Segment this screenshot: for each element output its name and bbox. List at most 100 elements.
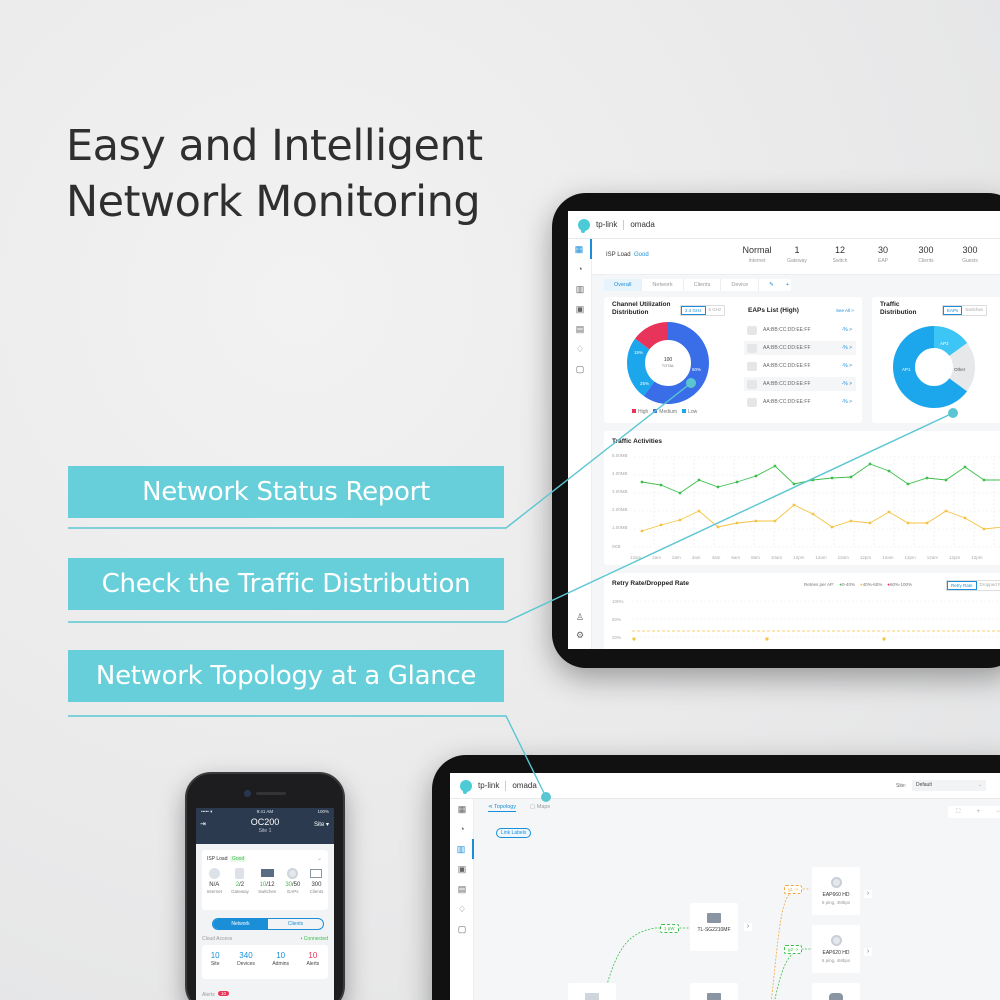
- site-menu[interactable]: Site ▾: [313, 822, 329, 828]
- devices-icon[interactable]: ▣: [575, 303, 585, 314]
- devices-icon[interactable]: ▣: [457, 863, 467, 874]
- segment-network[interactable]: Network: [213, 919, 268, 929]
- gateway-icon: [585, 993, 599, 1000]
- tab-device[interactable]: Device: [721, 279, 760, 291]
- access-point-icon: [830, 935, 842, 946]
- alerts-label: Alerts: [202, 992, 215, 998]
- chevron-right-icon[interactable]: ›: [744, 923, 752, 931]
- tab-topology[interactable]: ⋖ Topology: [488, 804, 517, 812]
- add-tab-icon[interactable]: +: [785, 282, 790, 288]
- node-gateway[interactable]: [568, 983, 616, 1000]
- toggle-retry-rate[interactable]: Retry Rate: [947, 581, 977, 590]
- dashboard-icon[interactable]: ▦: [457, 803, 467, 814]
- collapse-icon[interactable]: ⌄: [316, 856, 322, 862]
- band-24ghz[interactable]: 2.4 GHz: [681, 306, 706, 315]
- link-tag[interactable]: g2 ->: [784, 945, 803, 954]
- eaps-list-title: EAPs List (High): [748, 307, 799, 314]
- retry-chart: [632, 600, 1000, 641]
- alerts-badge: 10: [218, 991, 230, 996]
- access-point-icon: [830, 877, 842, 888]
- chevron-right-icon[interactable]: ›: [864, 948, 872, 956]
- svg-text:AP1: AP1: [902, 367, 911, 372]
- link-tag[interactable]: 1 pW: [660, 924, 679, 933]
- location-icon[interactable]: ♢: [575, 343, 585, 354]
- toggle-dropped-rate[interactable]: Dropped Rate: [979, 582, 1000, 587]
- statistics-icon[interactable]: ◔: [459, 824, 465, 834]
- sidebar: ▦ ◔ ▥ ▣ ▤ ♢ ▢: [450, 799, 474, 1000]
- segment-clients[interactable]: Clients: [287, 921, 304, 927]
- switch-icon: [707, 913, 721, 923]
- node-device-3[interactable]: [812, 983, 860, 1000]
- y-tick: 60%: [612, 617, 622, 622]
- zoom-controls: ⛶ + −: [948, 806, 1000, 818]
- edit-icon[interactable]: ✎: [769, 282, 774, 288]
- site-subtitle: Site 1: [258, 828, 272, 834]
- log-icon[interactable]: ▢: [457, 923, 467, 934]
- fullscreen-icon[interactable]: ⛶: [956, 809, 961, 815]
- settings-icon[interactable]: ⚙: [575, 629, 585, 640]
- node-switch-2[interactable]: [690, 983, 738, 1000]
- tab-clients[interactable]: Clients: [684, 279, 722, 291]
- controller-title: OC200: [250, 817, 280, 827]
- dashboard-icon[interactable]: ▦: [568, 239, 592, 259]
- site-select[interactable]: Default⌄: [912, 780, 986, 791]
- brand-name: tp-link: [596, 220, 618, 229]
- location-icon[interactable]: ♢: [457, 903, 467, 914]
- tablet-topology-screen: tp-link omada Site: Default⌄ ▦ ◔ ▥ ▣ ▤ ♢…: [450, 773, 1000, 1000]
- eap-list-item[interactable]: AA:BB:CC:DD:EE:FF-% >: [744, 359, 856, 373]
- toggle-switches[interactable]: Switches: [965, 307, 984, 312]
- logout-icon[interactable]: ⇥: [200, 821, 206, 828]
- map-icon[interactable]: ▥: [575, 283, 585, 294]
- statistics-icon[interactable]: ◔: [577, 264, 583, 274]
- band-5ghz[interactable]: 5 GHz: [708, 307, 722, 312]
- chevron-right-icon[interactable]: ›: [864, 890, 872, 898]
- cloud-access-label: Cloud Access: [202, 936, 233, 942]
- insight-icon[interactable]: ▤: [575, 323, 585, 334]
- y-tick: 20%: [612, 635, 622, 640]
- map-icon[interactable]: ▥: [450, 839, 474, 859]
- headline-line-1: Easy and Intelligent: [66, 121, 483, 171]
- see-all-link[interactable]: See All >: [836, 308, 854, 313]
- link-tag[interactable]: g1 ->: [784, 885, 803, 894]
- log-icon[interactable]: ▢: [575, 363, 585, 374]
- tab-maps[interactable]: ▢ Maps: [530, 804, 551, 810]
- insight-icon[interactable]: ▤: [457, 883, 467, 894]
- traffic-activities-title: Traffic Activities: [612, 438, 662, 445]
- zoom-in-icon[interactable]: +: [976, 809, 981, 815]
- user-icon[interactable]: ♙: [575, 611, 585, 622]
- eap-list-item[interactable]: AA:BB:CC:DD:EE:FF-% >: [744, 395, 856, 409]
- y-tick: 5.00MB: [612, 453, 628, 458]
- device-icon: [829, 993, 843, 1000]
- node-switch[interactable]: TL-SG2210MF: [690, 903, 738, 951]
- eap-list-item[interactable]: AA:BB:CC:DD:EE:FF-% >: [744, 377, 856, 391]
- isp-load-status: Good: [634, 252, 649, 258]
- tab-network[interactable]: Network: [642, 279, 684, 291]
- link-labels-button[interactable]: Link Labels: [496, 828, 532, 838]
- eap-list-item[interactable]: AA:BB:CC:DD:EE:FF-% >: [744, 341, 856, 355]
- eap-list-item[interactable]: AA:BB:CC:DD:EE:FF-% >: [744, 323, 856, 337]
- zoom-out-icon[interactable]: −: [996, 809, 1000, 815]
- eap-icon: [747, 325, 757, 335]
- tab-overall[interactable]: Overall: [604, 279, 643, 291]
- toggle-eaps[interactable]: EAPs: [943, 306, 963, 315]
